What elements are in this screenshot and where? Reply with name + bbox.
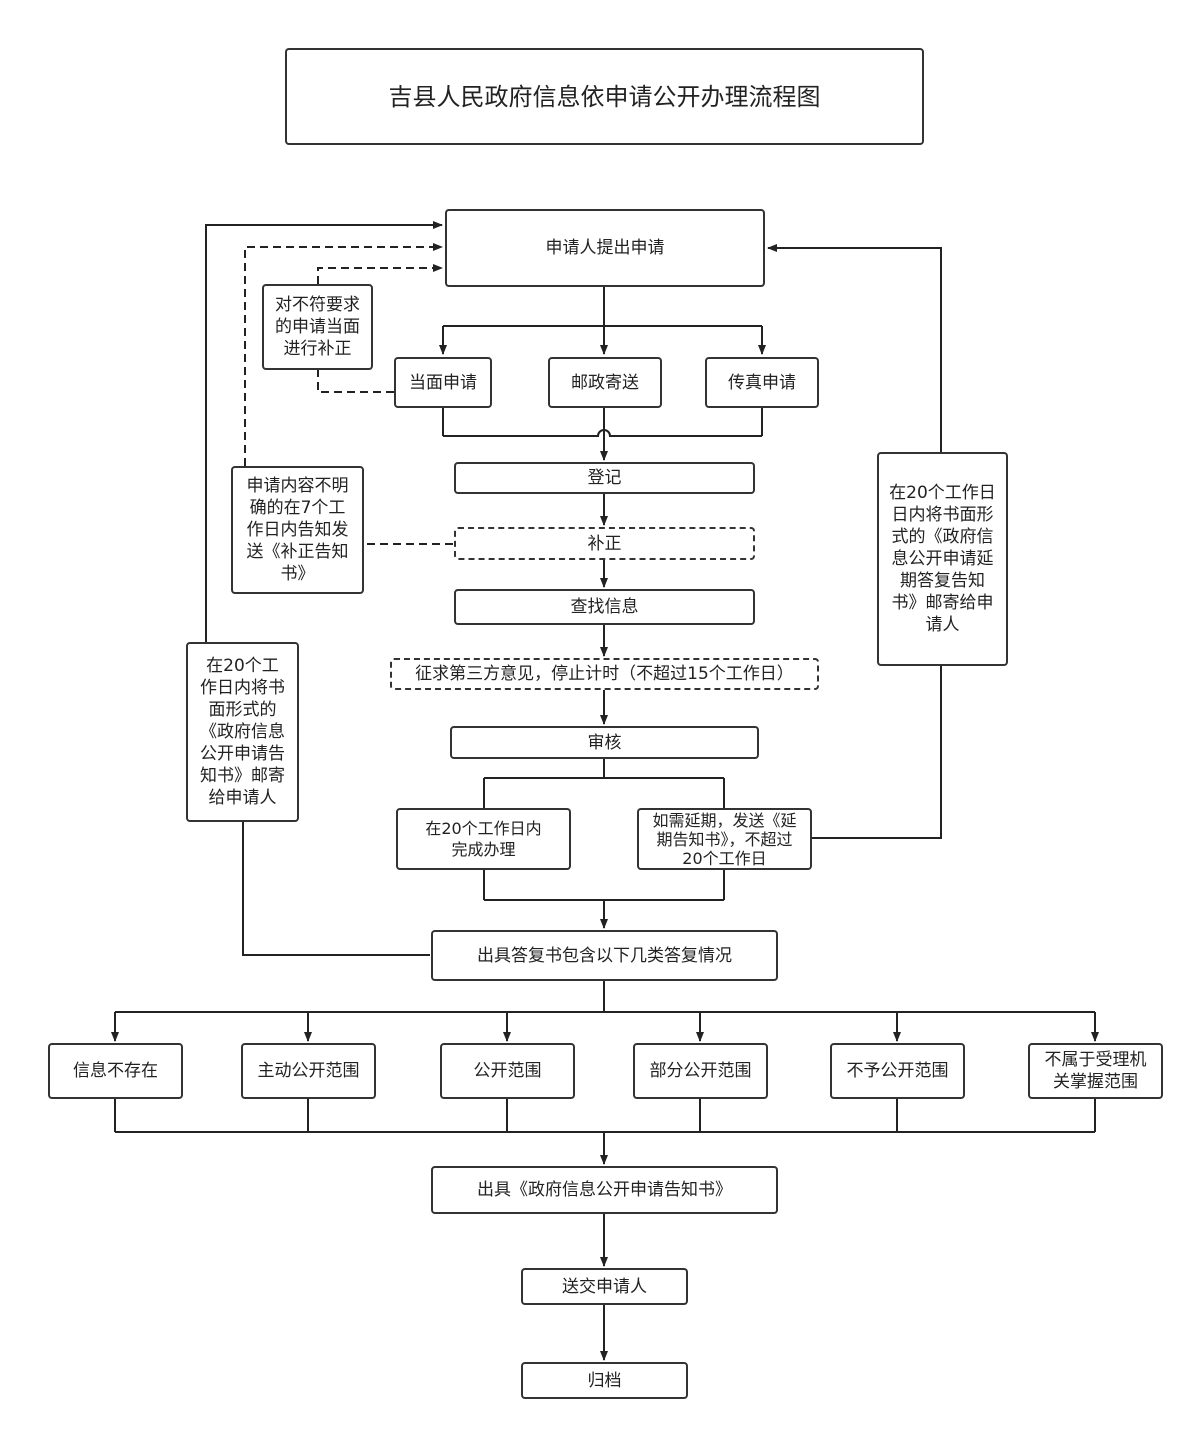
node-extension-text: 如需延期，发送《延 期告知书》，不超过 20个工作日 bbox=[652, 810, 797, 868]
node-third-party-text: 征求第三方意见，停止计时（不超过15个工作日） bbox=[415, 664, 794, 684]
node-postal-text: 邮政寄送 bbox=[571, 372, 639, 393]
node-apply-text: 申请人提出申请 bbox=[545, 238, 665, 258]
note-right-notice: 在20个工作日 日内将书面形 式的《政府信 息公开申请延 期答复告知 书》邮寄给… bbox=[877, 452, 1008, 666]
node-complete-20-days-text: 在20个工作日内 完成办理 bbox=[425, 819, 542, 859]
page-title-text: 吉县人民政府信息依申请公开办理流程图 bbox=[388, 82, 821, 111]
reply-type-not-public: 不予公开范围 bbox=[830, 1043, 965, 1099]
reply-type-not-exist: 信息不存在 bbox=[48, 1043, 183, 1099]
node-reply-doc-text: 出具答复书包含以下几类答复情况 bbox=[477, 945, 732, 966]
reply-type-label: 主动公开范围 bbox=[257, 1061, 360, 1081]
reply-type-label: 部分公开范围 bbox=[649, 1061, 752, 1081]
node-deliver: 送交申请人 bbox=[521, 1268, 688, 1305]
reply-type-partial: 部分公开范围 bbox=[633, 1043, 768, 1099]
node-correct-text: 补正 bbox=[587, 533, 622, 554]
page-title: 吉县人民政府信息依申请公开办理流程图 bbox=[285, 48, 924, 145]
note-left-notice: 在20个工 作日内将书 面形式的 《政府信息 公开申请告 知书》邮寄 给申请人 bbox=[186, 642, 299, 822]
node-archive: 归档 bbox=[521, 1362, 688, 1399]
reply-type-label: 公开范围 bbox=[473, 1061, 542, 1081]
reply-type-public: 公开范围 bbox=[440, 1043, 575, 1099]
node-correct: 补正 bbox=[454, 527, 755, 560]
reply-type-out-of-scope: 不属于受理机 关掌握范围 bbox=[1028, 1043, 1163, 1099]
node-review: 审核 bbox=[450, 726, 759, 759]
node-archive-text: 归档 bbox=[587, 1370, 622, 1391]
node-register: 登记 bbox=[454, 462, 755, 494]
reply-type-label: 不予公开范围 bbox=[846, 1061, 949, 1081]
node-apply: 申请人提出申请 bbox=[445, 209, 765, 287]
reply-type-label: 信息不存在 bbox=[73, 1061, 158, 1081]
node-postal: 邮政寄送 bbox=[548, 357, 662, 408]
node-extension: 如需延期，发送《延 期告知书》，不超过 20个工作日 bbox=[637, 808, 812, 870]
node-in-person-text: 当面申请 bbox=[409, 372, 477, 393]
node-fax: 传真申请 bbox=[705, 357, 819, 408]
node-register-text: 登记 bbox=[587, 468, 622, 488]
node-in-person: 当面申请 bbox=[394, 357, 492, 408]
note-unclear-content: 申请内容不明 确的在7个工 作日内告知发 送《补正告知 书》 bbox=[231, 466, 364, 594]
node-fax-text: 传真申请 bbox=[728, 372, 796, 393]
node-complete-20-days: 在20个工作日内 完成办理 bbox=[396, 808, 571, 870]
node-third-party: 征求第三方意见，停止计时（不超过15个工作日） bbox=[390, 658, 819, 690]
node-notice-doc: 出具《政府信息公开申请告知书》 bbox=[431, 1166, 778, 1214]
reply-type-proactive: 主动公开范围 bbox=[241, 1043, 376, 1099]
node-notice-doc-text: 出具《政府信息公开申请告知书》 bbox=[477, 1180, 732, 1200]
note-unclear-content-text: 申请内容不明 确的在7个工 作日内告知发 送《补正告知 书》 bbox=[246, 476, 349, 584]
note-right-notice-text: 在20个工作日 日内将书面形 式的《政府信 息公开申请延 期答复告知 书》邮寄给… bbox=[889, 483, 996, 635]
node-reply-doc: 出具答复书包含以下几类答复情况 bbox=[431, 930, 778, 981]
node-search-text: 查找信息 bbox=[570, 597, 639, 617]
note-correct-in-person-text: 对不符要求 的申请当面 进行补正 bbox=[275, 295, 360, 359]
reply-type-label: 不属于受理机 关掌握范围 bbox=[1044, 1050, 1147, 1092]
note-correct-in-person: 对不符要求 的申请当面 进行补正 bbox=[262, 284, 373, 370]
note-left-notice-text: 在20个工 作日内将书 面形式的 《政府信息 公开申请告 知书》邮寄 给申请人 bbox=[200, 656, 285, 808]
node-review-text: 审核 bbox=[587, 732, 622, 753]
node-search: 查找信息 bbox=[454, 589, 755, 625]
node-deliver-text: 送交申请人 bbox=[562, 1276, 647, 1297]
